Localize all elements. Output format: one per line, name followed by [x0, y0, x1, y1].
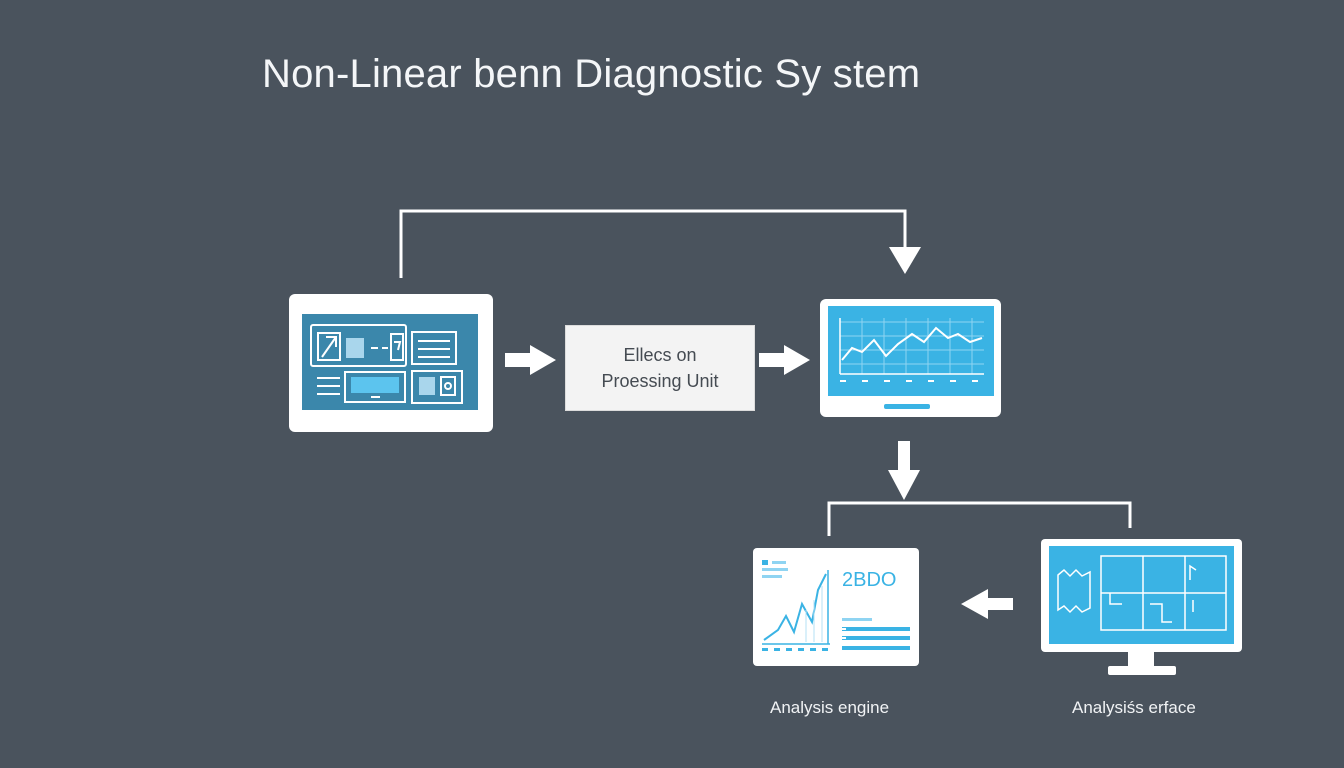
feedback-connector [399, 209, 907, 278]
processing-unit-line-2: Proessing Unit [601, 371, 719, 391]
analysis-engine-label: Analysis engine [770, 698, 890, 717]
report-chart-icon [762, 560, 910, 651]
arrow-monitor-down [888, 441, 920, 500]
analysis-interface-node [1041, 539, 1242, 675]
line-chart-monitor-icon [839, 318, 984, 409]
input-device-node [289, 294, 493, 432]
arrow-input-to-processing [505, 345, 556, 375]
processing-unit-line-1: Ellecs on [623, 345, 697, 365]
analysis-engine-node: 2BDO [753, 548, 919, 666]
processing-unit-box: Ellecs on Proessing Unit [565, 325, 755, 411]
page-title: Non-Linear benn Diagnostic Sy stem [262, 52, 921, 96]
monitor-node [820, 299, 1001, 417]
split-connector [827, 501, 1132, 536]
arrow-down-to-monitor [889, 247, 921, 274]
floorplan-monitor-icon [1057, 555, 1227, 631]
dashboard-tablet-icon [310, 324, 463, 404]
analysis-engine-readout: 2BDO [842, 569, 896, 591]
arrow-interface-to-engine [961, 589, 1013, 619]
analysis-interface-label: Analysiśs erface [1072, 698, 1196, 717]
connectors [399, 209, 1132, 536]
arrow-processing-to-monitor [759, 345, 810, 375]
arrows [505, 247, 1013, 619]
